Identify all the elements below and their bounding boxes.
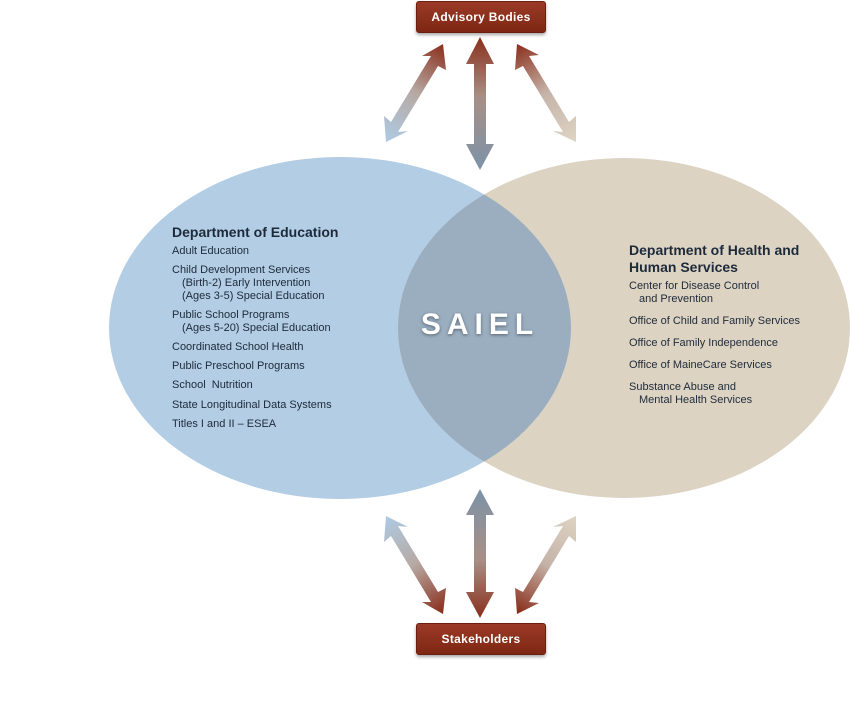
saiel-label: SAIEL — [420, 308, 540, 341]
education-item-public-school: Public School Programs — [172, 309, 290, 321]
arrow-stakeholders-center — [466, 489, 494, 618]
health-item-child-family: Office of Child and Family Services — [629, 315, 800, 327]
health-item-cdc: Center for Disease Control — [629, 280, 760, 292]
education-item-child-dev: Child Development Services — [172, 264, 311, 276]
stakeholders-box: Stakeholders — [416, 623, 546, 655]
arrow-advisory-right — [515, 44, 576, 142]
education-item-data-systems: State Longitudinal Data Systems — [172, 399, 332, 411]
education-title: Department of Education — [172, 224, 339, 240]
health-title-line1: Department of Health and — [629, 242, 800, 258]
health-item-mental-health: Mental Health Services — [639, 394, 753, 406]
arrow-stakeholders-right — [515, 516, 576, 614]
education-item-school-health: Coordinated School Health — [172, 341, 304, 353]
health-item-mainecare: Office of MaineCare Services — [629, 359, 772, 371]
education-item-preschool: Public Preschool Programs — [172, 360, 305, 372]
education-item-early-intervention: (Birth-2) Early Intervention — [182, 277, 311, 289]
education-item-adult: Adult Education — [172, 245, 250, 257]
advisory-bodies-box: Advisory Bodies — [416, 1, 546, 33]
education-item-nutrition: School Nutrition — [172, 379, 253, 391]
health-item-family-independence: Office of Family Independence — [629, 337, 778, 349]
health-title-line2: Human Services — [629, 259, 738, 275]
arrow-advisory-left — [384, 44, 446, 142]
education-item-special-ed-3-5: (Ages 3-5) Special Education — [182, 290, 325, 302]
health-item-cdc-cont: and Prevention — [639, 293, 713, 305]
overlap-region — [398, 158, 571, 498]
arrow-stakeholders-left — [384, 516, 446, 614]
health-item-substance-abuse: Substance Abuse and — [629, 381, 737, 393]
arrow-advisory-center — [466, 37, 494, 170]
education-item-special-ed-5-20: (Ages 5-20) Special Education — [182, 322, 331, 334]
education-item-titles: Titles I and II – ESEA — [172, 418, 277, 430]
